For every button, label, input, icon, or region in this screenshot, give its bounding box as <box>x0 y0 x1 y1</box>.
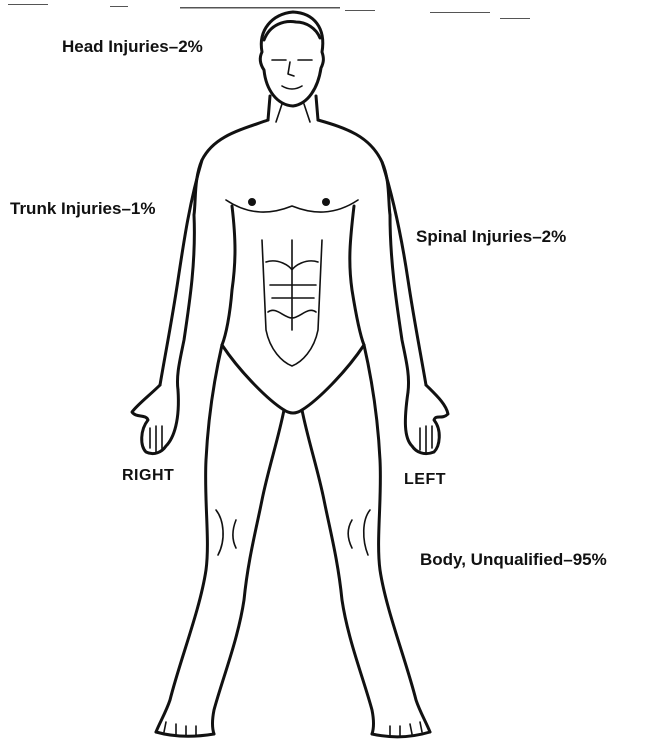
label-head-injuries: Head Injuries–2% <box>62 37 203 56</box>
side-label-right: RIGHT <box>122 467 174 484</box>
right-hand-outline <box>132 385 178 454</box>
abdomen-lines <box>266 240 318 330</box>
label-trunk-injuries: Trunk Injuries–1% <box>10 199 156 218</box>
face-features <box>272 60 312 89</box>
side-label-left: LEFT <box>404 471 446 488</box>
human-body-outline <box>132 12 448 737</box>
label-spinal-injuries: Spinal Injuries–2% <box>416 227 566 246</box>
scan-specks <box>8 4 530 19</box>
left-leg-outline <box>364 345 430 732</box>
right-leg-outline <box>156 345 222 732</box>
head-outline <box>260 12 323 106</box>
torso-outline <box>194 120 268 215</box>
label-body-unqualified: Body, Unqualified–95% <box>420 550 607 569</box>
